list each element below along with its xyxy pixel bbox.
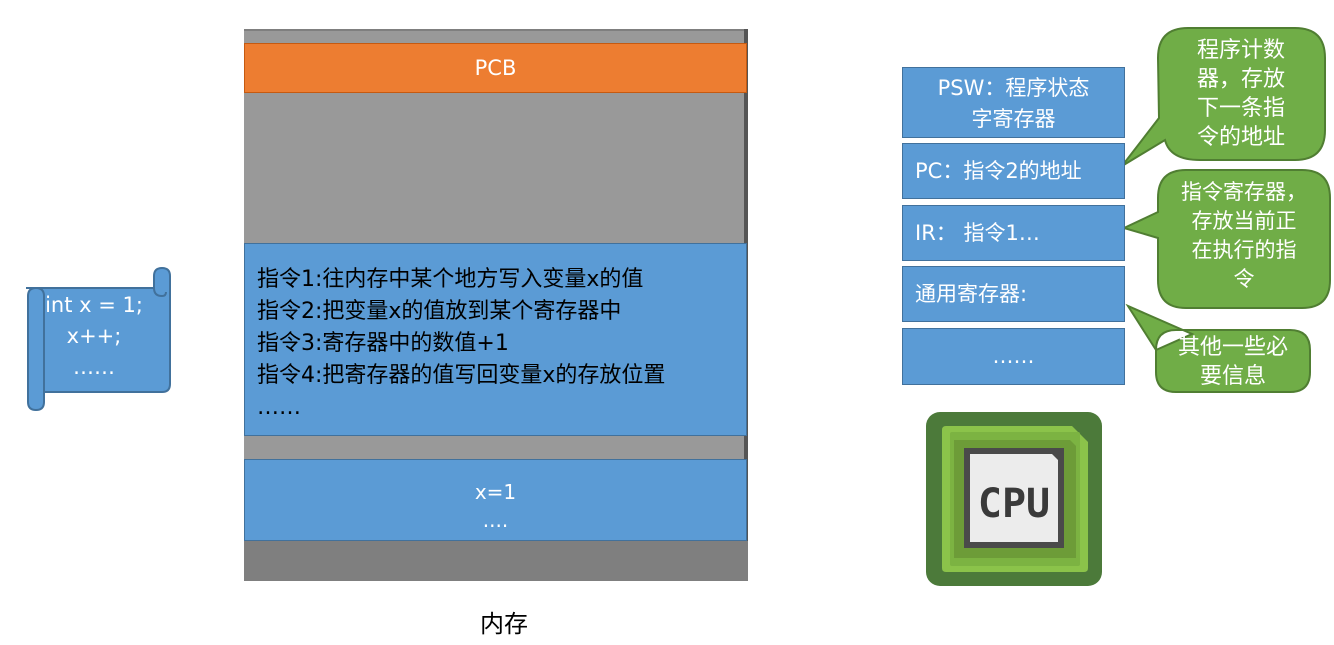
- pcb-block: PCB: [244, 43, 747, 93]
- instruction-line: ……: [257, 395, 301, 420]
- callout-gpr-text: 其他一些必 要信息: [1158, 333, 1308, 391]
- callout-ir-text: 指令寄存器， 存放当前正 在执行的指 令: [1160, 178, 1328, 294]
- callout-line: 令的地址: [1196, 125, 1285, 150]
- memory-top-edge: [244, 29, 748, 31]
- code-line: ……: [73, 355, 115, 379]
- code-scroll-shape: [26, 266, 171, 412]
- instruction-block: 指令1:往内存中某个地方写入变量x的值 指令2:把变量x的值放到某个寄存器中 指…: [244, 243, 747, 436]
- register-psw-line: PSW：程序状态: [937, 76, 1090, 100]
- register-psw-line: 字寄存器: [971, 107, 1056, 131]
- data-block: x=1 ....: [244, 459, 747, 541]
- callout-line: 程序计数: [1196, 38, 1285, 63]
- register-more: ……: [902, 328, 1125, 385]
- data-line: x=1: [474, 480, 517, 504]
- callout-pc-bubble: [1121, 27, 1326, 167]
- code-line: int x = 1;: [45, 293, 143, 317]
- callout-line: 指令寄存器，: [1181, 180, 1307, 204]
- data-line: ....: [482, 508, 509, 532]
- callout-gpr-bubble: [1125, 303, 1311, 393]
- callout-ir-bubble: [1121, 169, 1331, 309]
- memory-caption: 内存: [480, 610, 528, 638]
- register-pc: PC：指令2的地址: [902, 143, 1125, 199]
- instruction-line: 指令2:把变量x的值放到某个寄存器中: [257, 299, 622, 324]
- callout-line: 其他一些必: [1177, 335, 1288, 360]
- code-line: x++;: [66, 324, 122, 348]
- register-psw: PSW：程序状态 字寄存器: [902, 67, 1125, 138]
- code-scroll-text: int x = 1; x++; ……: [26, 290, 162, 383]
- callout-line: 下一条指: [1196, 96, 1285, 121]
- cpu-label: CPU: [978, 481, 1050, 527]
- callout-pc-text: 程序计数 器，存放 下一条指 令的地址: [1160, 36, 1322, 152]
- callout-line: 令: [1233, 267, 1255, 291]
- callout-line: 存放当前正: [1191, 209, 1297, 233]
- callout-line: 在执行的指: [1191, 238, 1297, 262]
- callout-line: 器，存放: [1196, 67, 1285, 92]
- instruction-line: 指令4:把寄存器的值写回变量x的存放位置: [257, 363, 666, 388]
- callout-line: 要信息: [1199, 364, 1266, 389]
- cpu-icon: CPU: [926, 412, 1102, 586]
- instruction-line: 指令1:往内存中某个地方写入变量x的值: [257, 267, 644, 292]
- memory-bottom-region: [244, 541, 748, 581]
- register-ir: IR： 指令1…: [902, 205, 1125, 261]
- instruction-line: 指令3:寄存器中的数值+1: [257, 331, 509, 356]
- register-gpr: 通用寄存器:: [902, 266, 1125, 322]
